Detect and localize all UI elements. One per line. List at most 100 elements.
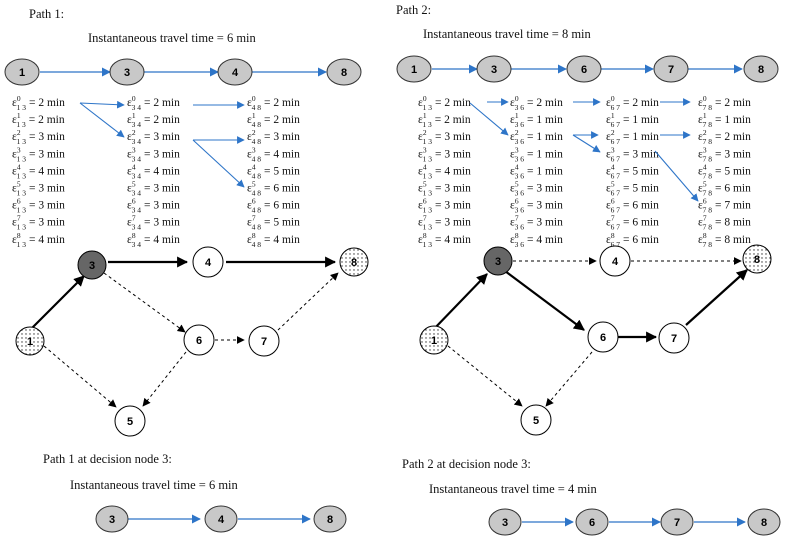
svg-text:3: 3: [491, 64, 497, 76]
svg-text:8: 8: [761, 517, 767, 529]
path2-table-2-value-5: 5 min: [632, 183, 659, 195]
svg-text:6: 6: [196, 335, 202, 347]
path1-travel-time: Instantaneous travel time = 6 min: [88, 31, 257, 45]
path2-network: 3 4 8 1 6 7 5: [419, 244, 772, 436]
path1-table-2-value-7: 5 min: [273, 217, 300, 229]
path2-net-node-1: 1: [419, 325, 449, 355]
svg-text:5: 5: [533, 415, 539, 427]
path2-table-2-value-1: 1 min: [632, 114, 659, 126]
path2-table-3-value-1: 1 min: [724, 114, 751, 126]
path2-table-0-value-6: 3 min: [444, 200, 471, 212]
svg-text:3: 3: [89, 260, 95, 272]
svg-text:6: 6: [581, 64, 587, 76]
path1-table-1-value-8: 4 min: [153, 234, 180, 246]
path1-chain-node-4: 4: [217, 58, 253, 86]
path2-chain-node-1: 1: [396, 55, 432, 83]
path1-net-node-8: 8: [339, 247, 369, 277]
svg-text:7: 7: [261, 336, 267, 348]
path1-net-node-3: 3: [77, 250, 107, 280]
svg-text:7: 7: [674, 517, 680, 529]
path2-table-2-value-3: 3 min: [632, 148, 659, 160]
svg-text:8: 8: [341, 67, 347, 79]
path1-decision-travel-time: Instantaneous travel time = 6 min: [70, 478, 239, 492]
path1-net-node-1: 1: [15, 326, 45, 356]
path1-chain-node-3: 3: [109, 58, 145, 86]
path2-table-1-value-2: 1 min: [536, 131, 563, 143]
path2-chain: 1 3 6 7 8: [396, 55, 779, 83]
path1-net-node-5: 5: [114, 405, 146, 437]
path2-net-node-3: 3: [483, 246, 513, 276]
path1-table-arrows: [79, 100, 245, 188]
path1-table-0-value-0: 2 min: [38, 97, 65, 109]
path2-section: Path 2: Instantaneous travel time = 8 mi…: [396, 3, 781, 536]
path2-table-3-value-3: 3 min: [724, 148, 751, 160]
path1-decision-node-8: 8: [313, 505, 347, 533]
path2-net-node-7: 7: [658, 322, 690, 354]
path1-table-0-value-4: 4 min: [38, 165, 65, 177]
path1-decision-title: Path 1 at decision node 3:: [43, 452, 172, 466]
path2-table-1-value-5: 3 min: [536, 183, 563, 195]
path2-chain-node-7: 7: [653, 55, 689, 83]
path1-table-0-value-6: 3 min: [38, 200, 65, 212]
path2-chain-node-3: 3: [476, 55, 512, 83]
path1-table-1-value-5: 3 min: [153, 183, 180, 195]
path1-table-0-value-1: 2 min: [38, 114, 65, 126]
path2-table-3-value-8: 8 min: [724, 234, 751, 246]
path1-title: Path 1:: [29, 7, 64, 21]
path1-section: Path 1: Instantaneous travel time = 6 mi…: [4, 7, 369, 533]
path1-network: 3 4 8 1 6 7 5: [15, 246, 369, 437]
path2-table-3-value-6: 7 min: [724, 200, 751, 212]
path1-table-2-value-5: 6 min: [273, 183, 300, 195]
path2-table-0-value-8: 4 min: [444, 234, 471, 246]
path2-table-0-value-2: 3 min: [444, 131, 471, 143]
path2-table-2-value-4: 5 min: [632, 165, 659, 177]
path2-table-1-value-3: 1 min: [536, 148, 563, 160]
path1-table-2-value-1: 2 min: [273, 114, 300, 126]
svg-text:6: 6: [589, 517, 595, 529]
path2-table-2-value-0: 2 min: [632, 97, 659, 109]
svg-text:5: 5: [127, 416, 133, 428]
path1-table-2-value-3: 4 min: [273, 148, 300, 160]
path1-chain-node-1: 1: [4, 58, 40, 86]
path2-table-0-value-0: 2 min: [444, 97, 471, 109]
path2-net-node-8: 8: [742, 244, 772, 274]
path2-table-0-value-5: 3 min: [444, 183, 471, 195]
svg-text:1: 1: [27, 336, 33, 348]
path2-decision-chain: 3 6 7 8: [488, 508, 781, 536]
